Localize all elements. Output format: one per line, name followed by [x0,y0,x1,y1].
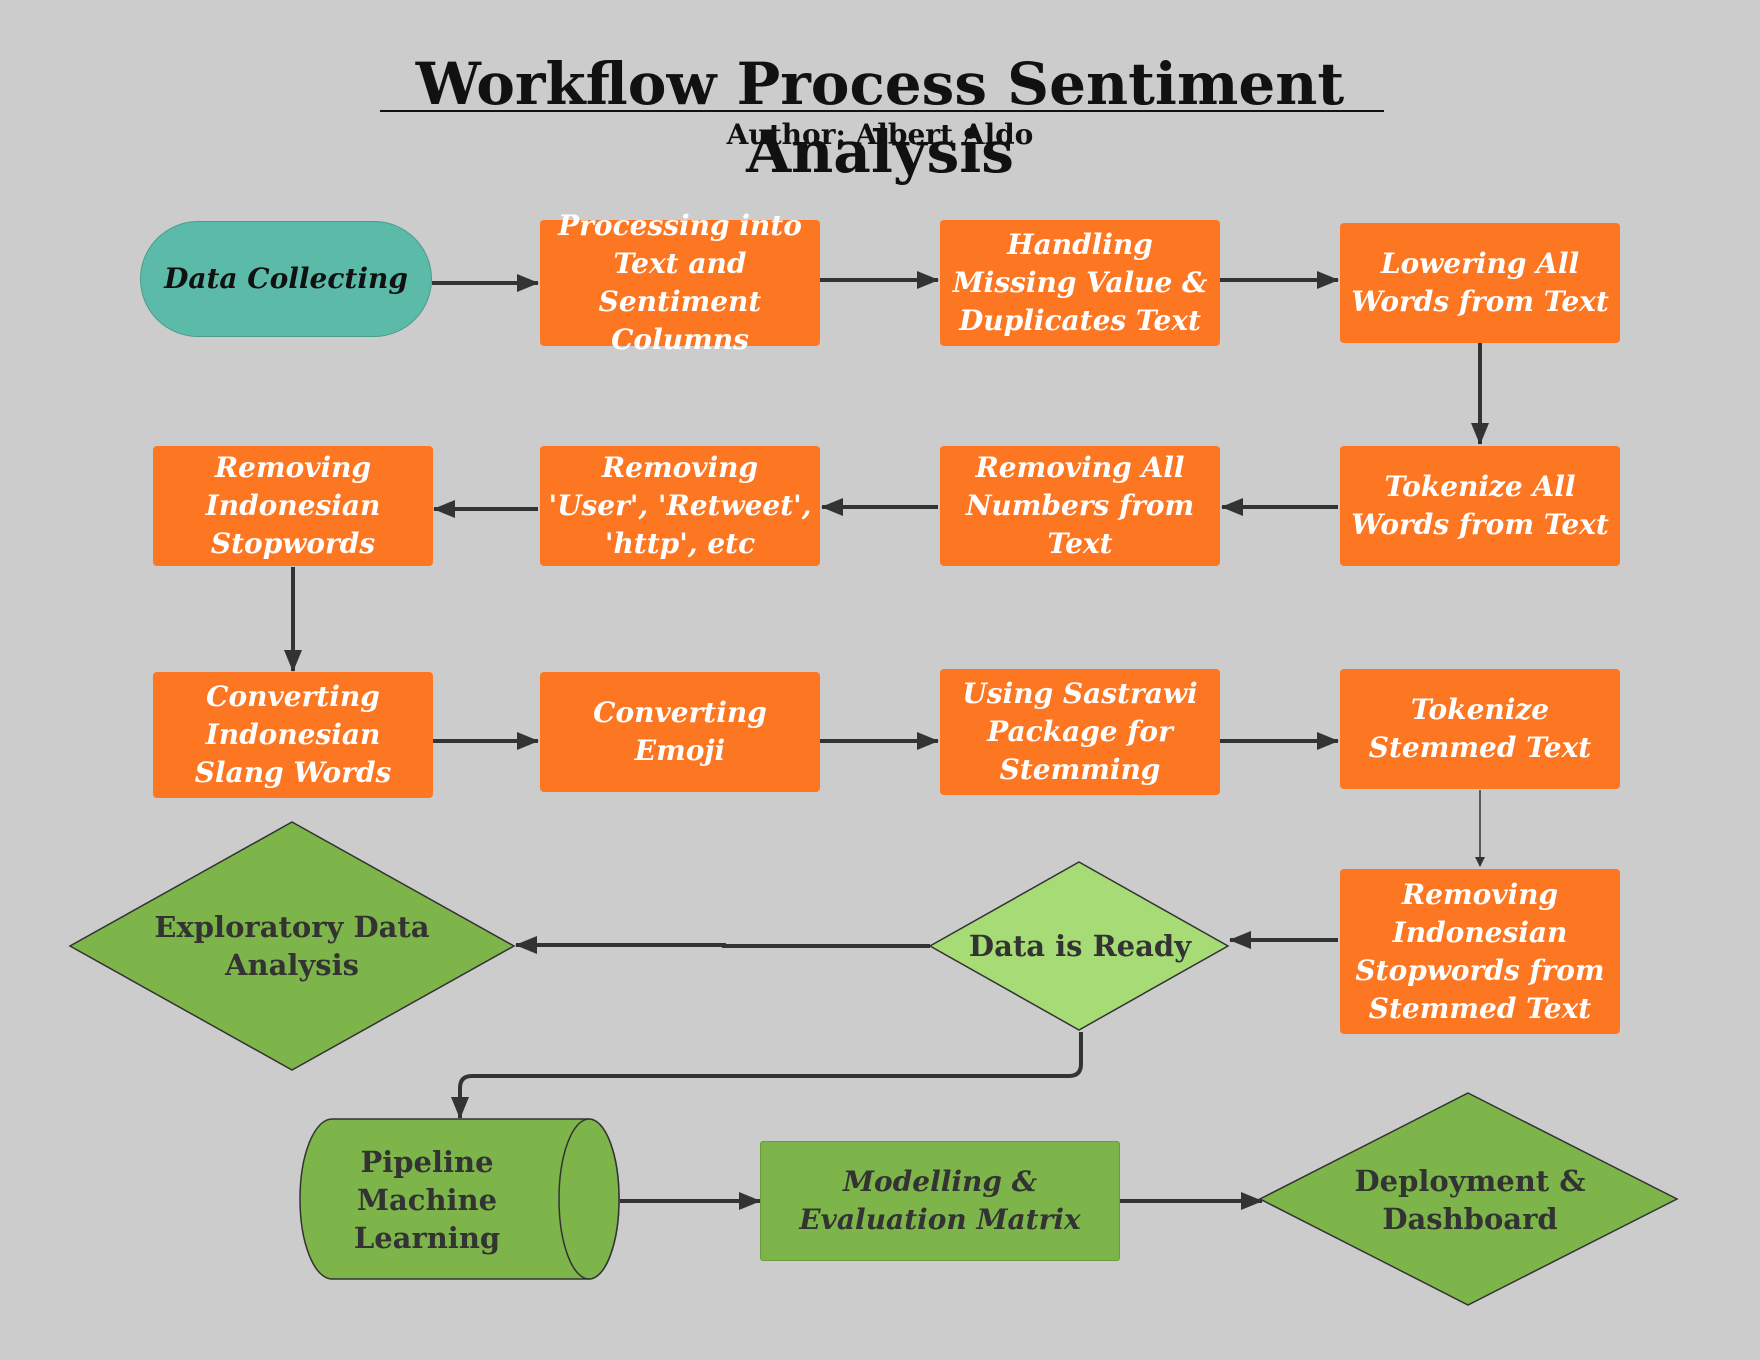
node-sastrawi-stemming: Using Sastrawi Package for Stemming [940,669,1220,795]
node-removing-stopwords-stemmed: Removing Indonesian Stopwords from Stemm… [1340,869,1620,1034]
node-data-collecting: Data Collecting [140,221,432,337]
author-subtitle: Author: Albert Aldo [726,118,1034,151]
node-converting-slang: Converting Indonesian Slang Words [153,672,433,798]
page-title: Workflow Process Sentiment Analysis [415,50,1345,186]
label-pipeline-ml: Pipeline Machine Learning [353,1145,501,1255]
arrow-ready-to-pipeline [451,1032,1083,1119]
node-modelling: Modelling & Evaluation Matrix [760,1141,1120,1261]
label-eda: Exploratory Data Analysis [154,910,430,982]
title-underline [380,110,1384,112]
label-deployment: Deployment & Dashboard [1354,1164,1586,1236]
node-processing-columns: Processing into Text and Sentiment Colum… [540,209,820,356]
node-removing-user: Removing 'User', 'Retweet', 'http', etc [540,446,820,566]
deployment-diamond [1258,1092,1679,1306]
node-lowering-words: Lowering All Words from Text [1340,223,1620,343]
eda-diamond [68,821,516,1071]
label-data-ready: Data is Ready [968,929,1192,963]
node-removing-stopwords: Removing Indonesian Stopwords [153,446,433,566]
node-converting-emoji: Converting Emoji [540,672,820,792]
node-removing-numbers: Removing All Numbers from Text [940,446,1220,566]
node-handling-missing: Handling Missing Value & Duplicates Text [940,220,1220,346]
pipeline-cylinder [299,1118,620,1280]
node-tokenize-stemmed: Tokenize Stemmed Text [1340,669,1620,789]
data-ready-diamond [928,861,1230,1031]
node-tokenize-words: Tokenize All Words from Text [1340,446,1620,566]
arrow-ready-to-eda [515,936,930,954]
